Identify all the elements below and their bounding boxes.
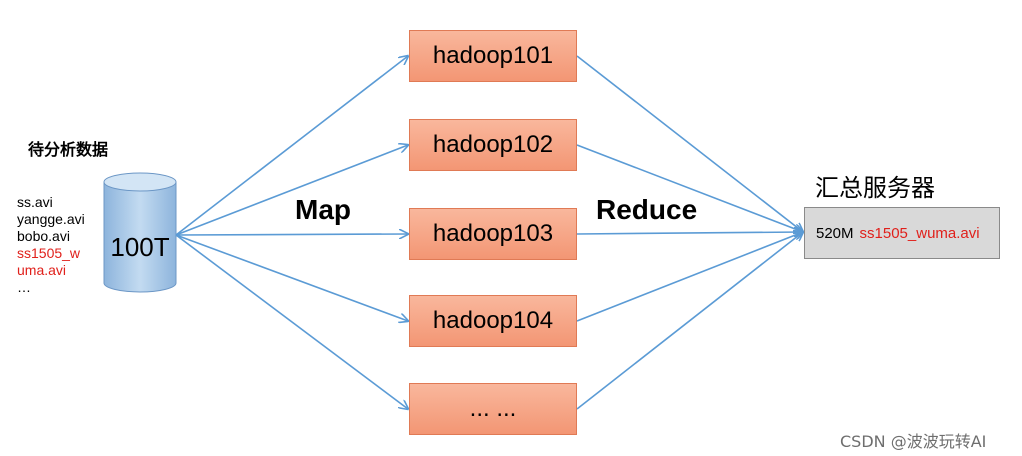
file-item: yangge.avi (17, 211, 85, 227)
server-title: 汇总服务器 (815, 174, 935, 202)
node-hadoop102: hadoop102 (409, 119, 577, 171)
file-item-highlight: uma.avi (17, 262, 67, 278)
map-label: Map (295, 194, 351, 225)
map-arrow-more (175, 234, 408, 409)
map-arrows (175, 56, 408, 409)
reduce-arrow-hadoop103 (576, 232, 803, 234)
node-hadoop103: hadoop103 (409, 208, 577, 260)
server-box: 520M ss1505_wuma.avi (804, 207, 1000, 259)
file-item-highlight: ss1505_w (17, 245, 81, 261)
watermark: CSDN @波波玩转AI (840, 432, 987, 451)
reduce-arrow-hadoop102 (576, 144, 803, 232)
node-hadoop101: hadoop101 (409, 30, 577, 82)
reduce-arrow-more (576, 232, 803, 410)
source-title: 待分析数据 (28, 140, 109, 159)
storage-size-label: 100T (110, 232, 170, 262)
file-item: bobo.avi (17, 228, 70, 244)
server-size: 520M (816, 224, 854, 242)
source-file-list: ss.avi yangge.avi bobo.avi ss1505_w uma.… (17, 194, 85, 296)
reduce-arrow-hadoop104 (576, 232, 803, 322)
reduce-label: Reduce (596, 194, 698, 225)
reduce-arrows (576, 55, 803, 410)
node-hadoop104: hadoop104 (409, 295, 577, 347)
file-item: ss.avi (17, 194, 53, 210)
map-arrow-hadoop103 (175, 234, 408, 235)
server-file: ss1505_wuma.avi (859, 224, 980, 242)
map-arrow-hadoop101 (175, 56, 408, 236)
file-item-more: … (17, 279, 31, 295)
storage-cylinder (103, 172, 177, 293)
node-more: ... ... (409, 383, 577, 435)
map-arrow-hadoop104 (175, 234, 408, 321)
reduce-arrow-hadoop101 (576, 55, 803, 232)
map-arrow-hadoop102 (175, 145, 408, 236)
